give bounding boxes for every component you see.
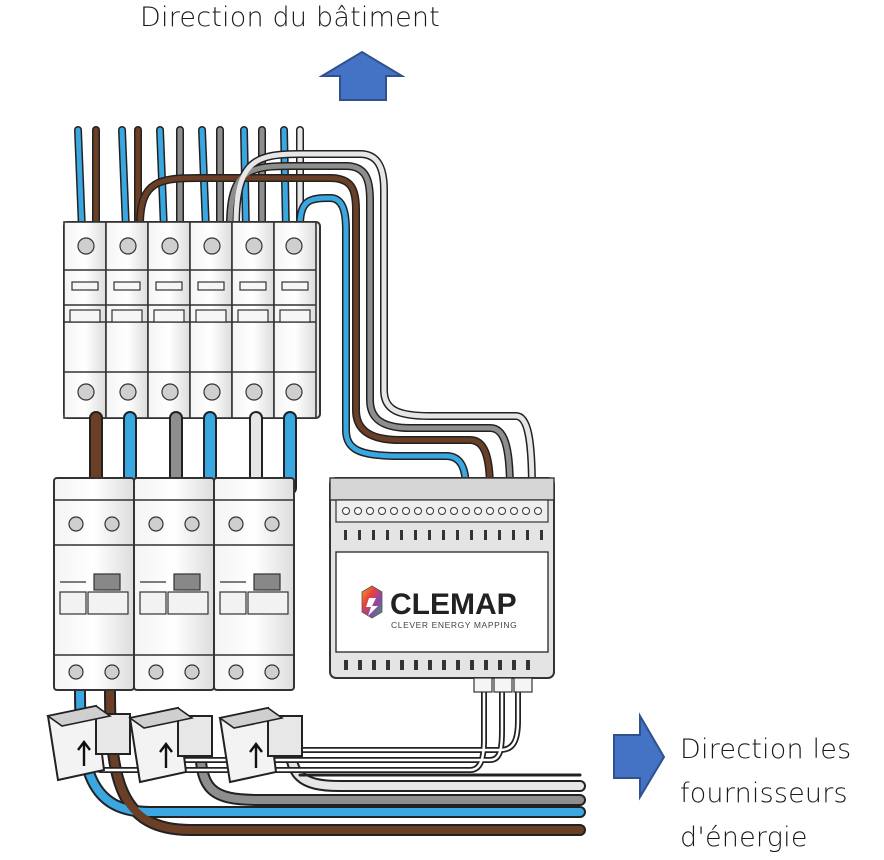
supplier-label-line-1: Direction les xyxy=(680,734,852,765)
main-breaker-block xyxy=(63,221,321,419)
supplier-label-line-3: d'énergie xyxy=(680,822,808,853)
building-direction-label: Direction du bâtiment xyxy=(140,2,440,33)
energy-supplier-direction-label: Direction les fournisseurs d'énergie xyxy=(680,728,851,860)
clemap-device: CLEMAP CLEVER ENERGY MAPPING xyxy=(329,477,555,693)
current-sensor-1 xyxy=(46,704,131,782)
current-sensor-2 xyxy=(128,706,213,784)
sensor-terminals xyxy=(473,677,533,693)
measurement-cables xyxy=(136,150,536,494)
device-tagline: CLEVER ENERGY MAPPING xyxy=(391,620,517,630)
arrow-up-icon xyxy=(318,50,406,101)
clemap-hexagon-logo xyxy=(361,585,383,619)
current-sensors xyxy=(46,704,303,784)
current-sensor-3 xyxy=(218,706,303,784)
arrow-up-small-icon xyxy=(159,742,173,768)
device-brand: CLEMAP xyxy=(390,588,517,621)
arrow-up-small-icon xyxy=(77,740,91,766)
sub-breaker-block xyxy=(53,477,295,691)
arrow-right-icon xyxy=(613,712,666,801)
terminal-screws-top xyxy=(342,507,542,515)
arrow-up-small-icon xyxy=(249,742,263,768)
middle-wires xyxy=(89,411,297,495)
supplier-label-line-2: fournisseurs xyxy=(680,778,848,809)
